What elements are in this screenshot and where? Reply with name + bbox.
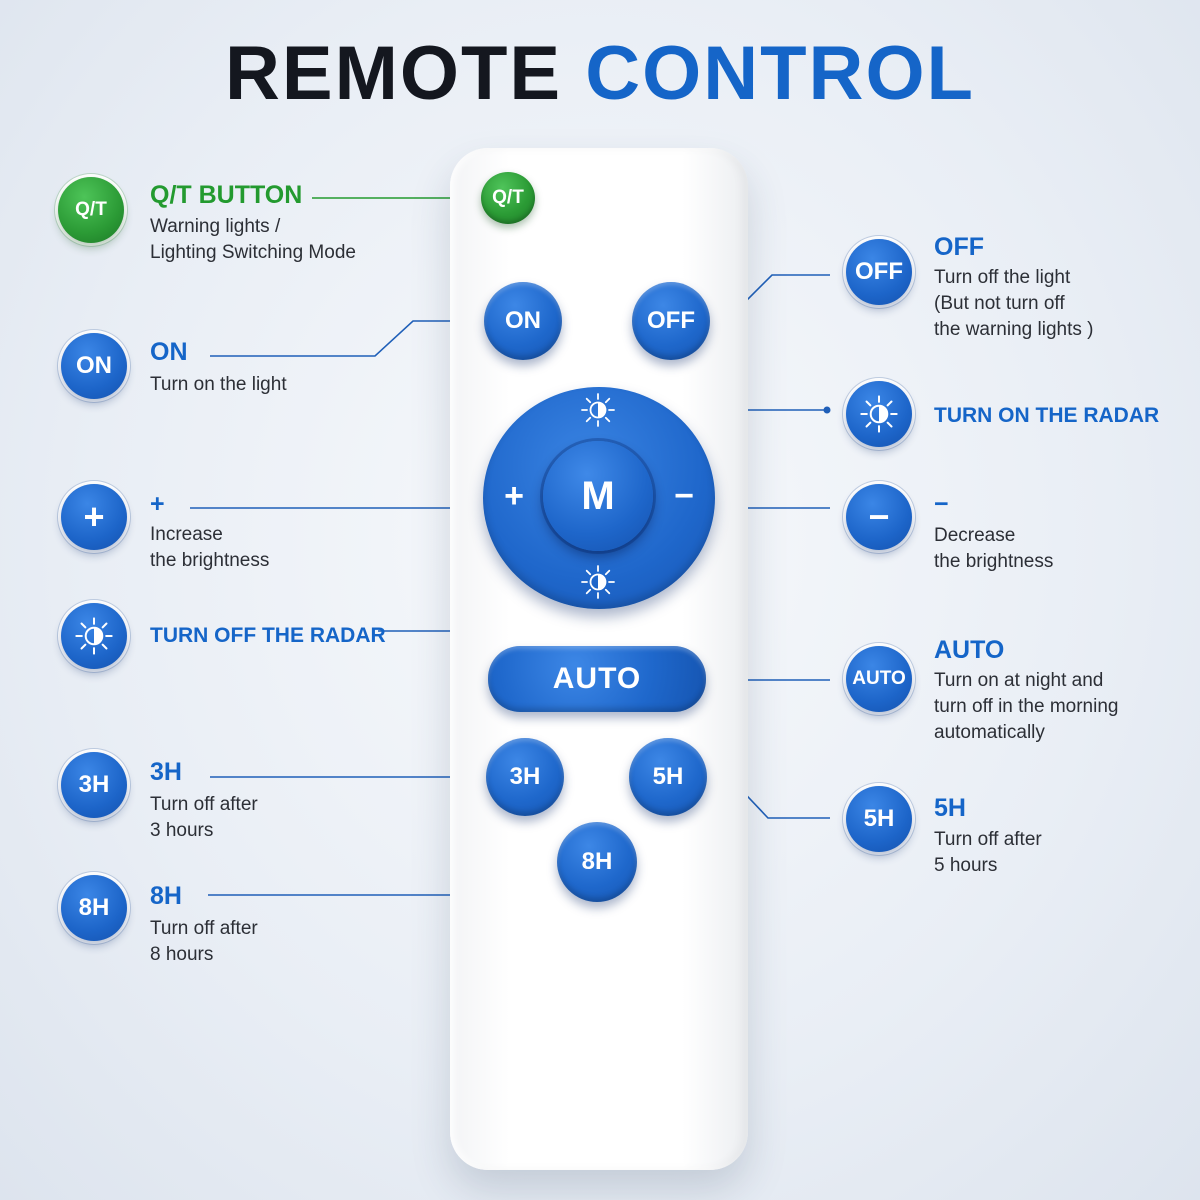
on-title: ON — [150, 338, 188, 366]
off-description: Turn off the light (But not turn off the… — [934, 267, 1094, 340]
auto-button[interactable]: AUTO — [488, 646, 706, 712]
plus-description: Increase the brightness — [150, 524, 270, 571]
title-word-remote: REMOTE — [225, 31, 563, 116]
sun-half-icon — [75, 617, 113, 655]
3h-title: 3H — [150, 758, 182, 786]
5h-button[interactable]: 5H — [629, 738, 707, 816]
plus-title: + — [150, 490, 165, 518]
5h-badge: 5H — [846, 786, 912, 852]
3h-badge: 3H — [61, 752, 127, 818]
minus-title: − — [934, 490, 949, 518]
radar-on-button[interactable] — [578, 390, 618, 430]
3h-description: Turn off after 3 hours — [150, 794, 258, 841]
radar-on-badge — [846, 381, 912, 447]
on-description: Turn on the light — [150, 374, 287, 395]
on-badge: ON — [61, 333, 127, 399]
5h-description: Turn off after 5 hours — [934, 829, 1042, 876]
title-word-control: CONTROL — [585, 31, 975, 116]
page-title: REMOTE CONTROL — [0, 30, 1200, 117]
off-title: OFF — [934, 233, 984, 261]
sun-half-icon — [860, 395, 898, 433]
8h-title: 8H — [150, 882, 182, 910]
connector-on — [210, 320, 472, 357]
minus-description: Decrease the brightness — [934, 525, 1054, 572]
radar-on-title: TURN ON THE RADAR — [934, 404, 1160, 427]
plus-button[interactable]: + — [504, 476, 524, 515]
5h-title: 5H — [934, 794, 966, 822]
minus-badge: − — [846, 484, 912, 550]
qt-button[interactable]: Q/T — [481, 172, 535, 224]
radar-off-badge — [61, 603, 127, 669]
radar-off-button[interactable] — [578, 562, 618, 602]
8h-description: Turn off after 8 hours — [150, 918, 258, 965]
minus-button[interactable]: − — [674, 476, 694, 515]
8h-badge: 8H — [61, 875, 127, 941]
off-button[interactable]: OFF — [632, 282, 710, 360]
qt-badge: Q/T — [58, 177, 124, 243]
sun-half-icon — [581, 393, 615, 427]
3h-button[interactable]: 3H — [486, 738, 564, 816]
8h-button[interactable]: 8H — [557, 822, 637, 902]
plus-badge: + — [61, 484, 127, 550]
on-button[interactable]: ON — [484, 282, 562, 360]
auto-description: Turn on at night and turn off in the mor… — [934, 670, 1119, 743]
off-badge: OFF — [846, 239, 912, 305]
radar-off-title: TURN OFF THE RADAR — [150, 624, 386, 647]
auto-title: AUTO — [934, 636, 1005, 664]
qt-description: Warning lights / Lighting Switching Mode — [150, 216, 356, 263]
qt-title: Q/T BUTTON — [150, 181, 303, 209]
mode-button[interactable]: M — [543, 441, 653, 551]
sun-half-icon — [581, 565, 615, 599]
auto-badge: AUTO — [846, 646, 912, 712]
